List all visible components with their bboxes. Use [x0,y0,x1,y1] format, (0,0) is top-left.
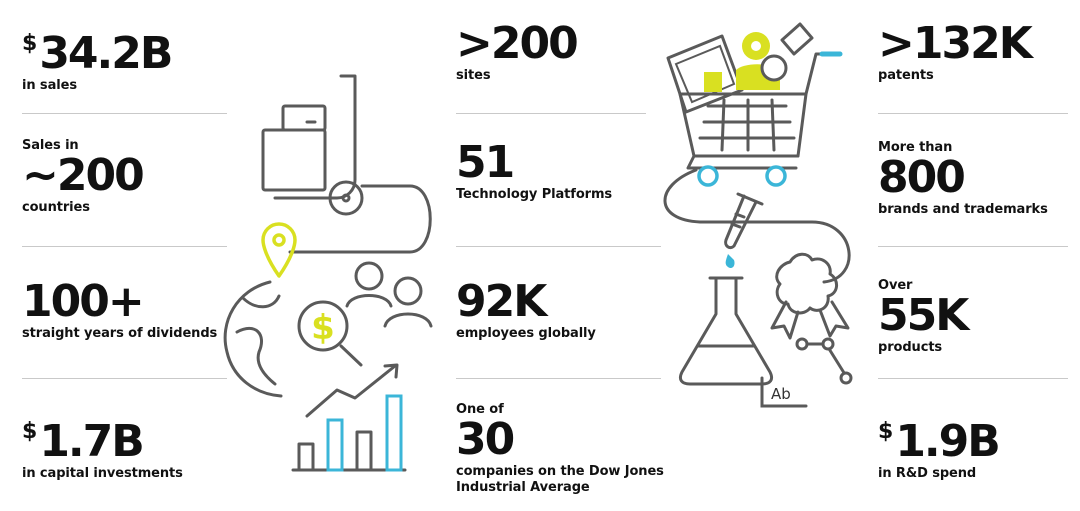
stat-brands: More than 800 brands and trademarks [878,140,1048,218]
stat-capital: $1.7B in capital investments [22,410,183,482]
label-icon: Ab [760,376,808,408]
illustration-right: Ab [663,22,853,408]
stat-platforms: 51 Technology Platforms [456,141,612,203]
stat-countries: Sales in ~200 countries [22,138,145,216]
growth-bar-chart-icon [326,394,403,472]
award-ribbon-icon [770,252,850,340]
globe-icon [223,280,283,398]
illustration-left: $ [223,74,433,472]
stat-desc: employees globally [456,326,596,341]
people-icon [345,261,433,328]
divider [456,246,661,247]
test-tube-icon [724,192,764,250]
stat-value: 55K [878,290,969,341]
divider [878,113,1068,114]
stat-pre: One of [456,402,504,417]
divider [878,246,1068,247]
stat-value: 100+ [22,276,145,327]
divider [22,113,227,114]
stat-desc: straight years of dividends [22,326,218,341]
stat-value: $1.9B [878,416,1001,467]
hand-truck-icon [261,74,364,216]
location-pin-icon [261,222,297,278]
stat-value: 30 [456,414,515,465]
stat-value: >200 [456,18,579,69]
cart-contents [666,22,814,114]
flask-icon [678,276,774,386]
stat-desc: in sales [22,78,77,93]
stat-desc: companies on the Dow Jones [456,464,664,479]
stat-value: $34.2B [22,28,173,79]
svg-text:$: $ [311,308,335,348]
stat-desc: in R&D spend [878,466,977,481]
stat-desc: countries [22,200,90,215]
stat-value: 51 [456,137,515,188]
divider [456,113,646,114]
divider [878,378,1068,379]
divider [22,246,227,247]
stat-desc-line2: Industrial Average [456,480,590,495]
stat-desc: products [878,340,943,355]
stat-products: Over 55K products [878,278,969,356]
stat-pre: Sales in [22,138,79,153]
stat-sales: $34.2B in sales [22,22,173,94]
stat-employees: 92K employees globally [456,280,596,342]
molecule-icon [795,337,853,385]
stat-value: 92K [456,276,547,327]
divider [22,378,227,379]
stat-value: 800 [878,152,966,203]
stat-dividends: 100+ straight years of dividends [22,280,217,342]
stat-desc: Technology Platforms [456,187,613,202]
stat-value: >132K [878,18,1033,69]
stat-desc: in capital investments [22,466,183,481]
stat-desc: patents [878,68,934,83]
stat-pre: More than [878,140,953,155]
stat-rnd: $1.9B in R&D spend [878,410,1001,482]
divider [456,378,661,379]
stat-sites: >200 sites [456,18,579,84]
stat-value: $1.7B [22,416,145,467]
stat-value: ~200 [22,150,145,201]
stat-desc: sites [456,68,491,83]
svg-text:Ab: Ab [771,385,791,403]
stat-desc: brands and trademarks [878,202,1048,217]
stat-patents: >132K patents [878,18,1033,84]
stat-dow-jones: One of 30 companies on the Dow Jones Ind… [456,402,664,496]
stat-pre: Over [878,278,913,293]
dollar-magnifier-icon: $ [297,300,349,352]
